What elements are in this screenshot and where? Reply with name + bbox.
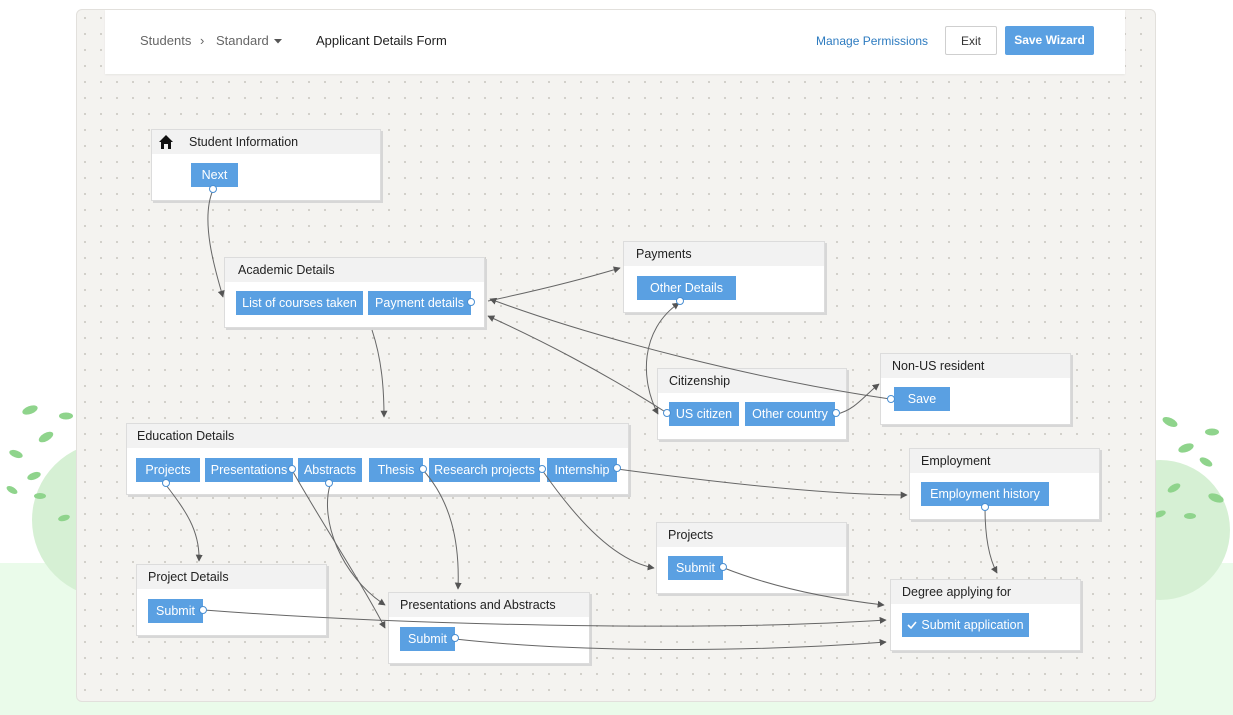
node-presentations-and-abstracts[interactable]: Presentations and Abstracts Submit	[388, 592, 590, 664]
thesis-button[interactable]: Thesis	[369, 458, 423, 482]
payment-details-button[interactable]: Payment details	[368, 291, 471, 315]
node-title: Citizenship	[669, 374, 731, 388]
breadcrumb-standard-dropdown[interactable]: Standard	[216, 33, 269, 48]
node-citizenship[interactable]: Citizenship US citizen Other country	[657, 368, 847, 440]
node-project-details[interactable]: Project Details Submit	[136, 564, 327, 636]
projects-submit-button[interactable]: Submit	[668, 556, 723, 580]
research-projects-button[interactable]: Research projects	[429, 458, 540, 482]
abstracts-button[interactable]: Abstracts	[298, 458, 362, 482]
right-leaves	[1154, 417, 1224, 519]
node-title: Education Details	[137, 429, 235, 443]
node-header	[910, 449, 1099, 473]
breadcrumb-students-link[interactable]: Students	[140, 33, 192, 48]
presentations-submit-button[interactable]: Submit	[400, 627, 455, 651]
projects-button[interactable]: Projects	[136, 458, 200, 482]
home-icon	[159, 135, 173, 149]
us-citizen-button[interactable]: US citizen	[669, 402, 739, 426]
save-wizard-button[interactable]: Save Wizard	[1005, 26, 1094, 55]
node-header	[657, 523, 846, 547]
internship-button[interactable]: Internship	[547, 458, 617, 482]
left-leaves	[6, 405, 73, 522]
exit-button[interactable]: Exit	[945, 26, 997, 55]
node-header	[152, 130, 380, 154]
presentations-button[interactable]: Presentations	[205, 458, 293, 482]
other-details-button[interactable]: Other Details	[637, 276, 736, 300]
node-title: Payments	[636, 247, 692, 261]
node-title: Degree applying for	[902, 585, 1012, 599]
breadcrumb-separator: ›	[200, 33, 205, 48]
node-title: Project Details	[148, 570, 229, 584]
node-projects[interactable]: Projects Submit	[656, 522, 847, 594]
manage-permissions-link[interactable]: Manage Permissions	[816, 34, 929, 48]
node-student-information[interactable]: Student Information Next	[151, 129, 381, 201]
node-education-details[interactable]: Education Details Projects Presentations…	[126, 423, 629, 495]
employment-history-button[interactable]: Employment history	[921, 482, 1049, 506]
node-header	[127, 424, 628, 448]
node-employment[interactable]: Employment Employment history	[909, 448, 1100, 520]
save-button[interactable]: Save	[894, 387, 950, 411]
node-header	[624, 242, 824, 266]
check-icon	[907, 621, 917, 629]
node-title: Non-US resident	[892, 359, 985, 373]
next-button[interactable]: Next	[191, 163, 238, 187]
node-header	[225, 258, 484, 282]
list-of-courses-button[interactable]: List of courses taken	[236, 291, 363, 315]
submit-application-label: Submit application	[921, 618, 1024, 632]
other-country-button[interactable]: Other country	[745, 402, 835, 426]
page-title: Applicant Details Form	[316, 33, 447, 48]
node-header	[881, 354, 1070, 378]
node-degree-applying-for[interactable]: Degree applying for Submit application	[890, 579, 1081, 651]
submit-application-button[interactable]: Submit application	[902, 613, 1029, 637]
node-title: Projects	[668, 528, 714, 542]
project-details-submit-button[interactable]: Submit	[148, 599, 203, 623]
node-payments[interactable]: Payments Other Details	[623, 241, 825, 313]
caret-down-icon[interactable]	[274, 39, 282, 44]
node-header	[891, 580, 1080, 604]
node-title: Employment	[921, 454, 991, 468]
node-title: Presentations and Abstracts	[400, 598, 556, 612]
node-title: Academic Details	[238, 263, 335, 277]
node-non-us-resident[interactable]: Non-US resident Save	[880, 353, 1071, 425]
node-title: Student Information	[189, 135, 299, 149]
node-academic-details[interactable]: Academic Details List of courses taken P…	[224, 257, 485, 328]
